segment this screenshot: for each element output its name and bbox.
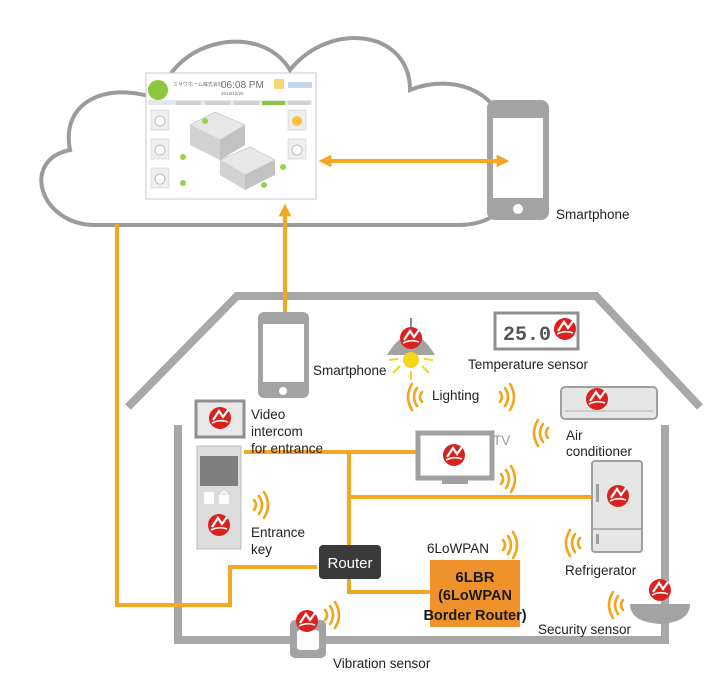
wireless-waves-icon bbox=[252, 490, 270, 520]
tv-icon bbox=[415, 430, 495, 481]
wireless-waves-icon bbox=[607, 590, 625, 620]
dashboard-date: 2013/12/20 bbox=[221, 91, 244, 96]
entrance-key: Entrance key bbox=[196, 445, 305, 557]
lbr-label-1: 6LBR bbox=[455, 569, 494, 586]
intercom-label-3: for entrance bbox=[251, 441, 323, 456]
refrigerator-label: Refrigerator bbox=[565, 563, 637, 578]
security-sensor: Security sensor bbox=[538, 577, 690, 637]
tv-label: TV bbox=[493, 433, 510, 448]
air-conditioner-icon bbox=[560, 386, 658, 420]
intercom-label-1: Video bbox=[251, 407, 285, 422]
router-icon bbox=[319, 545, 381, 579]
wireless-waves-icon bbox=[323, 600, 341, 630]
smartphone-home-label: Smartphone bbox=[313, 363, 387, 378]
entrance-key-label-2: key bbox=[251, 542, 272, 557]
badge-icon bbox=[206, 512, 232, 538]
temperature-sensor: 25.0 Temperature sensor bbox=[468, 311, 589, 372]
entrance-key-label-1: Entrance bbox=[251, 525, 305, 540]
wireless-waves-icon bbox=[499, 464, 517, 494]
air-conditioner-label-2: conditioner bbox=[566, 444, 633, 459]
badge-icon bbox=[605, 483, 631, 509]
badge-icon bbox=[294, 608, 320, 634]
house-icon bbox=[125, 292, 703, 644]
border-router: 6LBR (6LoWPAN Border Router) bbox=[423, 560, 527, 627]
wireless-waves-icon bbox=[406, 382, 424, 412]
router: Router bbox=[319, 545, 381, 579]
dashboard-time: 06:08 PM bbox=[221, 80, 264, 91]
tv: TV bbox=[415, 430, 517, 494]
lbr-label-3: Border Router) bbox=[423, 608, 526, 624]
dashboard-logo bbox=[148, 80, 168, 100]
smartphone-cloud-label: Smartphone bbox=[556, 207, 630, 222]
video-intercom: Video intercom for entrance bbox=[194, 399, 323, 456]
wireless-waves-icon bbox=[498, 382, 516, 412]
vibration-sensor: Vibration sensor bbox=[290, 600, 431, 671]
smartphone-home: Smartphone bbox=[258, 312, 387, 398]
intercom-label-2: intercom bbox=[251, 424, 303, 439]
lighting: Lighting bbox=[387, 318, 516, 412]
smartphone-cloud: Smartphone bbox=[487, 100, 630, 222]
cloud-dashboard: ミサワホーム株式会社 06:08 PM 2013/12/20 bbox=[145, 72, 317, 200]
refrigerator: Refrigerator bbox=[564, 460, 643, 578]
router-label: Router bbox=[327, 555, 372, 572]
badge-icon bbox=[584, 386, 610, 412]
temperature-value: 25.0 bbox=[503, 324, 551, 347]
security-sensor-label: Security sensor bbox=[538, 622, 632, 637]
lighting-label: Lighting bbox=[432, 388, 479, 403]
wired-network bbox=[115, 224, 596, 607]
sixlowpan-label: 6LoWPAN bbox=[427, 541, 489, 556]
sensor-icon bbox=[630, 604, 690, 624]
badge-icon bbox=[647, 577, 673, 603]
badge-icon bbox=[207, 405, 233, 431]
temperature-sensor-label: Temperature sensor bbox=[468, 357, 589, 372]
air-conditioner: Air conditioner bbox=[532, 386, 658, 459]
badge-icon bbox=[398, 325, 424, 351]
badge-icon bbox=[441, 442, 467, 468]
light-rays-icon bbox=[388, 358, 434, 380]
lbr-label-2: (6LoWPAN bbox=[438, 588, 512, 604]
dashboard-header: ミサワホーム株式会社 bbox=[173, 81, 223, 88]
badge-icon bbox=[552, 316, 578, 342]
vibration-sensor-label: Vibration sensor bbox=[333, 656, 431, 671]
air-conditioner-label-1: Air bbox=[566, 428, 583, 443]
wireless-waves-icon bbox=[501, 530, 519, 560]
wireless-waves-icon bbox=[564, 528, 582, 558]
wireless-waves-icon bbox=[532, 418, 550, 448]
